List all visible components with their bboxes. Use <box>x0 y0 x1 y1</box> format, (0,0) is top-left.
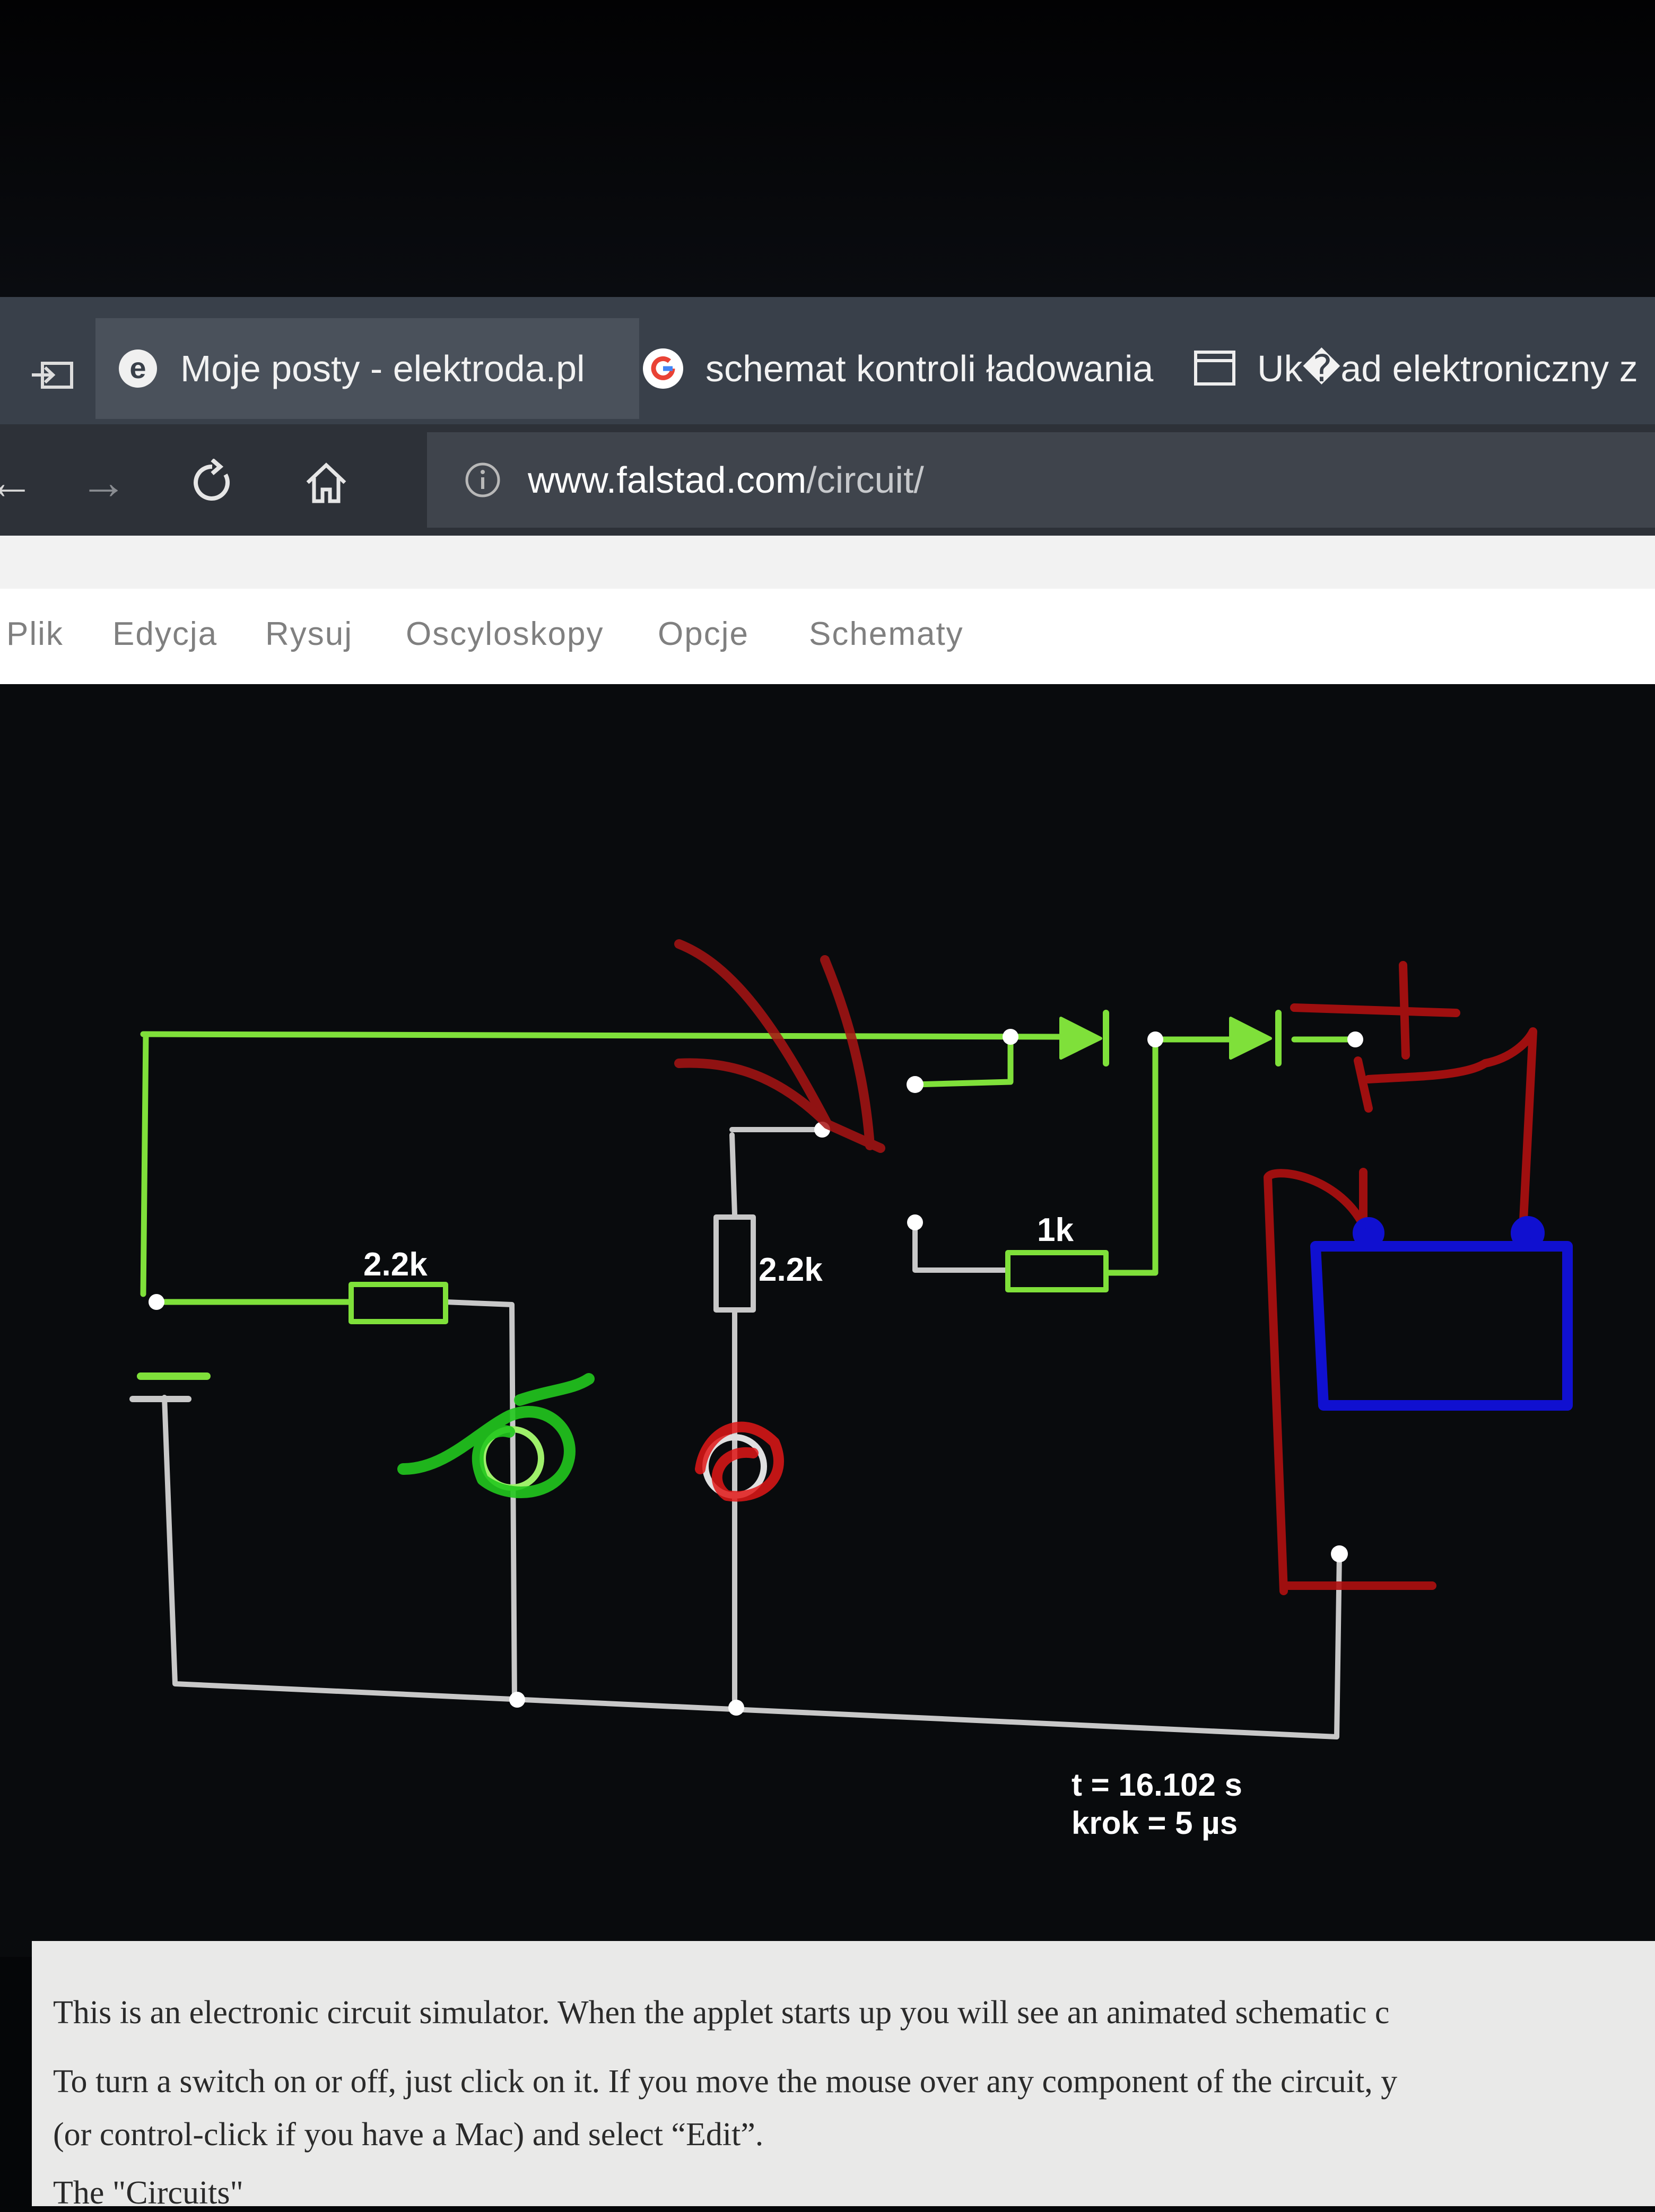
blue-battery-box <box>1310 1216 1573 1411</box>
description-line-2: To turn a switch on or off, just click o… <box>53 2064 1398 2100</box>
resistor-r3 <box>1005 1250 1109 1292</box>
tab-actions-icon[interactable] <box>27 350 80 403</box>
wire-r1-to-led <box>443 1299 517 1705</box>
resistor-r1 <box>349 1282 448 1324</box>
menu-rysuj[interactable]: Rysuj <box>265 616 353 652</box>
diode-d1 <box>1059 1010 1109 1066</box>
refresh-icon[interactable] <box>186 456 239 509</box>
page-top-strip <box>0 536 1655 589</box>
window-icon <box>1194 347 1236 390</box>
circuit-schematic[interactable]: 2.2k 2.2k 1k <box>0 684 1655 1957</box>
address-bar[interactable]: www.falstad.com/circuit/ <box>427 432 1655 528</box>
annotations <box>397 939 1573 1595</box>
tab-elektroda[interactable]: e Moje posty - elektroda.pl <box>95 318 639 419</box>
edge-icon: e <box>117 347 159 390</box>
wire-to-1k-left <box>912 1222 1011 1273</box>
red-arrow-annotation <box>674 939 885 1153</box>
description-line-1: This is an electronic circuit simulator.… <box>53 1995 1390 2031</box>
live-wires <box>137 1031 1358 1380</box>
url-domain: www.falstad.com <box>528 459 807 501</box>
wire-left-vertical <box>140 1031 149 1297</box>
menu-edycja[interactable]: Edycja <box>112 616 218 652</box>
menu-oscyloskopy[interactable]: Oscyloskopy <box>406 616 604 652</box>
tab-label: schemat kontroli ładowania <box>705 348 1154 389</box>
menu-opcje[interactable]: Opcje <box>658 616 749 652</box>
site-info-icon[interactable] <box>464 461 501 499</box>
simulation-status: t = 16.102 s krok = 5 µs <box>1072 1766 1242 1842</box>
simulation-step: krok = 5 µs <box>1072 1805 1238 1841</box>
home-icon[interactable] <box>300 456 353 509</box>
red-battery-wiring <box>1264 961 1537 1595</box>
wire-switch-branch <box>912 1034 1014 1088</box>
resistor-r2 <box>713 1214 756 1313</box>
tab-label: Uk�ad elektroniczny z <box>1257 348 1638 389</box>
google-icon <box>642 347 684 390</box>
tab-label: Moje posty - elektroda.pl <box>180 348 585 389</box>
label-r3: 1k <box>1037 1212 1074 1248</box>
red-led-scribble <box>695 1421 784 1502</box>
label-r2: 2.2k <box>759 1252 823 1288</box>
tab-uklad[interactable]: Uk�ad elektroniczny z <box>1183 318 1655 419</box>
description-line-3: (or control-click if you have a Mac) and… <box>53 2117 764 2153</box>
app-menubar <box>0 589 1655 689</box>
wire-top-rail <box>140 1031 1064 1040</box>
wire-bottom-rail <box>162 1395 1342 1739</box>
url-text: www.falstad.com/circuit/ <box>528 459 924 501</box>
simulation-time: t = 16.102 s <box>1072 1767 1242 1803</box>
description-line-4: The "Circuits" <box>53 2175 243 2211</box>
menu-plik[interactable]: Plik <box>6 616 64 652</box>
green-led-scribble <box>397 1373 595 1498</box>
diode-d2 <box>1229 1010 1282 1066</box>
wire-center-branch <box>729 1132 737 1710</box>
wire-to-1k <box>1105 1036 1158 1276</box>
circuit-canvas[interactable]: 2.2k 2.2k 1k <box>0 684 1655 1957</box>
url-path: /circuit/ <box>806 459 924 501</box>
description-panel <box>32 1941 1655 2206</box>
label-r1: 2.2k <box>363 1246 428 1283</box>
svg-text:e: e <box>129 351 146 384</box>
forward-arrow-icon[interactable]: → <box>80 456 127 509</box>
back-arrow-icon[interactable]: ← <box>0 456 34 509</box>
tab-google-search[interactable]: schemat kontroli ładowania <box>626 318 1183 419</box>
monitor-bezel-area <box>0 0 1655 297</box>
dead-wires <box>129 1127 1342 1739</box>
menu-schematy[interactable]: Schematy <box>809 616 964 652</box>
